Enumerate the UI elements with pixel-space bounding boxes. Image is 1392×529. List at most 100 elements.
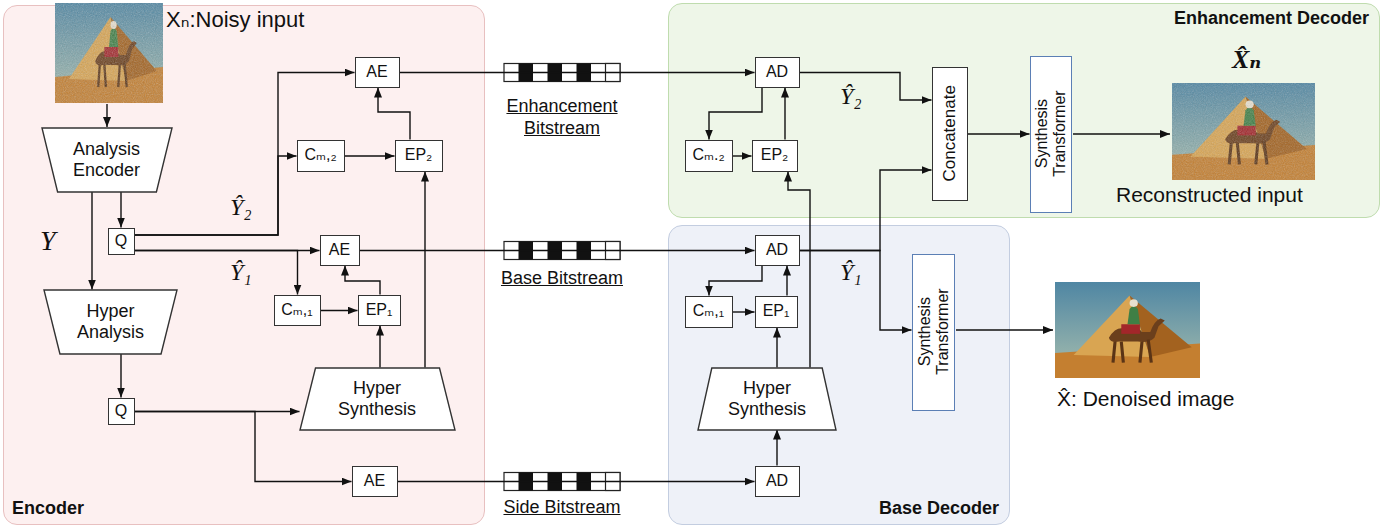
panel-title: Enhancement Decoder <box>1174 8 1369 29</box>
connector-arrow <box>135 412 352 482</box>
arithmetic-encoder: AE <box>355 57 400 88</box>
latent-symbol: Ŷ₂ <box>230 193 252 222</box>
connector-arrow <box>424 172 425 368</box>
latent-symbol: Ŷ₁ <box>840 258 862 287</box>
connector-arrow <box>321 310 358 311</box>
arithmetic-decoder: AD <box>755 235 800 266</box>
panel-title: Encoder <box>12 498 84 519</box>
connector-arrow <box>786 266 787 296</box>
connector-arrow <box>800 170 932 251</box>
box-label: Hyper Analysis <box>63 301 159 342</box>
box-label: Synthesis Transformer <box>1033 62 1068 207</box>
box-label: Cₘ,₂ <box>304 146 336 164</box>
box-label: EP₂ <box>405 146 433 164</box>
box-label: AE <box>364 472 385 490</box>
box-label: Synthesis Transformer <box>915 260 950 405</box>
connector-arrow <box>360 250 755 251</box>
connector-arrow <box>135 73 355 236</box>
connector-arrow <box>398 481 755 482</box>
connector-arrow <box>378 88 410 140</box>
hyper-synthesis: Hyper Synthesis <box>698 368 836 430</box>
quantizer: Q <box>108 398 135 425</box>
base-decoder-panel: Base DecoderADCₘ,₁EP₁Hyper SynthesisADSy… <box>668 225 1010 525</box>
output-caption: X̂: Denoised image <box>1057 386 1234 411</box>
connector-arrow <box>135 251 298 295</box>
context-model: Cₘ,₂ <box>297 140 345 172</box>
connector-arrow <box>345 155 395 156</box>
connector-arrow <box>733 155 752 156</box>
connector-arrow <box>709 266 762 296</box>
connector-arrow <box>968 133 1030 134</box>
context-model: Cₘ,₁ <box>685 296 733 328</box>
entropy-parameters: EP₂ <box>752 140 798 172</box>
connector-arrow <box>379 326 380 368</box>
arithmetic-decoder: AD <box>755 466 800 497</box>
box-label: AE <box>329 241 350 259</box>
latent-symbol: Ŷ₁ <box>230 258 252 287</box>
connector-arrow <box>800 73 932 101</box>
output-caption: Reconstructed input <box>1116 182 1303 207</box>
box-label: Cₘ,₁ <box>693 302 724 320</box>
connector-arrow <box>120 354 121 398</box>
connector-arrow <box>135 156 297 235</box>
box-label: AD <box>766 241 788 259</box>
entropy-parameters: EP₂ <box>395 140 443 172</box>
connector-arrow <box>776 328 777 368</box>
connector-arrow <box>91 192 92 290</box>
connector-arrow <box>800 251 912 331</box>
concatenate-block: Concatenate <box>932 67 968 201</box>
bitstream-label: Side Bitstream <box>482 497 642 519</box>
arithmetic-encoder: AE <box>352 466 398 497</box>
connector-arrow <box>400 72 755 73</box>
output-arrow <box>956 329 1053 330</box>
panel-title: Base Decoder <box>879 498 999 519</box>
connector-arrow <box>784 88 785 140</box>
context-model: Cₘ,₁ <box>274 295 321 326</box>
box-label: Concatenate <box>940 73 959 195</box>
synthesis-transformer: Synthesis Transformer <box>1030 56 1072 213</box>
output-symbol: X̂ₙ <box>1232 44 1261 75</box>
bitstream-label: Enhancement Bitstream <box>492 96 632 139</box>
context-model: Cₘ.₂ <box>685 140 733 172</box>
box-label: Q <box>115 232 127 250</box>
box-label: Cₘ,₁ <box>281 301 312 319</box>
input-arrow <box>106 104 107 127</box>
box-label: Cₘ.₂ <box>692 146 724 164</box>
entropy-parameters: EP₁ <box>358 295 401 326</box>
reconstructed-image <box>1172 83 1315 180</box>
hyper-analysis: Hyper Analysis <box>44 290 177 354</box>
input-caption: Xₙ:Noisy input <box>166 7 304 33</box>
box-label: EP₁ <box>763 302 790 320</box>
quantizer: Q <box>108 228 135 255</box>
box-label: EP₂ <box>761 146 789 164</box>
connector-arrow <box>709 88 762 140</box>
box-label: AD <box>766 472 788 490</box>
box-label: Hyper Synthesis <box>717 378 817 419</box>
connector-arrow <box>120 192 121 228</box>
analysis-encoder: Analysis Encoder <box>42 128 172 192</box>
box-label: Hyper Synthesis <box>327 378 427 419</box>
bitstream-label: Base Bitstream <box>482 268 642 290</box>
connector-arrow <box>788 172 810 368</box>
arithmetic-encoder: AE <box>320 235 360 266</box>
box-label: EP₁ <box>366 301 393 319</box>
latent-symbol: Y <box>40 224 56 258</box>
connector-arrow <box>345 266 380 295</box>
noisy-input-image <box>55 3 163 103</box>
synthesis-transformer: Synthesis Transformer <box>912 254 955 411</box>
denoised-image <box>1055 282 1200 378</box>
connector-arrow <box>733 311 755 312</box>
box-label: Analysis Encoder <box>59 139 155 180</box>
hyper-synthesis: Hyper Synthesis <box>300 368 455 430</box>
connector-arrow <box>776 430 777 466</box>
arithmetic-decoder: AD <box>755 57 800 88</box>
latent-symbol: Ŷ₂ <box>840 82 862 111</box>
output-arrow <box>1073 133 1170 134</box>
box-label: AE <box>366 63 387 81</box>
entropy-parameters: EP₁ <box>755 296 798 328</box>
box-label: AD <box>766 63 788 81</box>
box-label: Q <box>115 402 127 420</box>
